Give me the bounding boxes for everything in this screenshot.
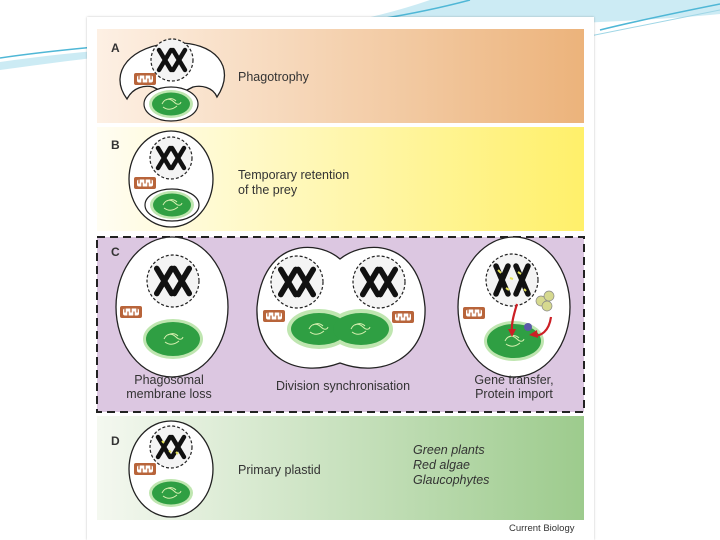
dividing-plastid — [287, 309, 393, 349]
panel-c-label-1-line2: membrane loss — [126, 387, 212, 401]
lineage-glaucophytes: Glaucophytes — [413, 473, 490, 487]
panel-d-caption: Primary plastid — [238, 463, 321, 477]
figure-credit: Current Biology — [509, 523, 575, 534]
panel-c-label-2: Division synchronisation — [275, 379, 411, 393]
panel-c-label-3-line2: Protein import — [475, 387, 553, 401]
panel-c-label-3-line1: Gene transfer, — [474, 373, 554, 387]
panel-a-letter: A — [111, 41, 120, 55]
panel-c-label-1-line1: Phagosomal — [134, 373, 204, 387]
lineage-red-algae: Red algae — [413, 458, 470, 472]
panel-b-caption-line2: of the prey — [238, 183, 298, 197]
panel-a-caption: Phagotrophy — [238, 70, 309, 84]
figure-artwork — [96, 29, 585, 520]
endosymbiosis-figure: A Phagotrophy B Temporary retention of t… — [87, 17, 594, 540]
panel-b-letter: B — [111, 138, 120, 152]
panel-c-letter: C — [111, 245, 120, 259]
protein-vesicles — [535, 290, 555, 312]
panel-b-caption-line1: Temporary retention — [238, 168, 350, 182]
lineage-green-plants: Green plants — [413, 443, 485, 457]
panel-d-letter: D — [111, 434, 120, 448]
